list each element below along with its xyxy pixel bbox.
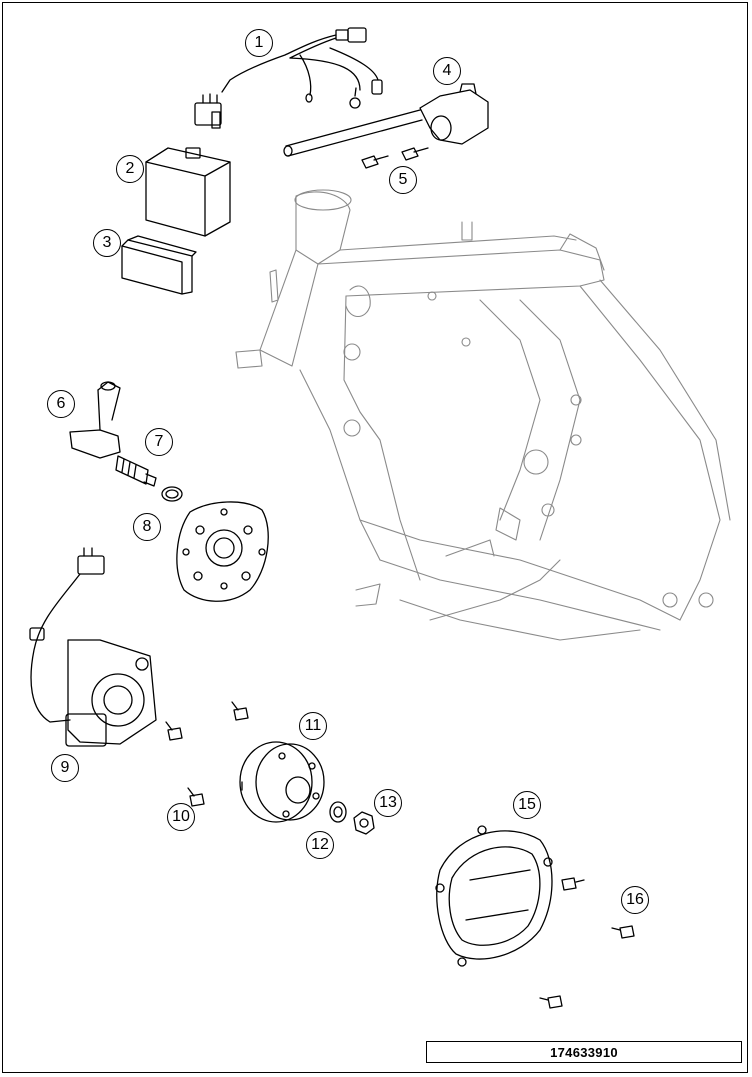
sealing-ring <box>161 486 183 502</box>
callout-13: 13 <box>374 789 402 817</box>
callout-6: 6 <box>47 390 75 418</box>
coil-bolts <box>361 147 429 169</box>
drawing-number: 174633910 <box>426 1041 742 1063</box>
cover-screws <box>539 877 635 1009</box>
cylinder-head <box>176 501 269 602</box>
vehicle-frame <box>235 189 731 641</box>
stator-screws <box>165 701 249 807</box>
spark-plug <box>115 455 157 487</box>
callout-12: 12 <box>306 831 334 859</box>
callout-4: 4 <box>433 57 461 85</box>
callout-1: 1 <box>245 29 273 57</box>
callout-2: 2 <box>116 155 144 183</box>
callout-15: 15 <box>513 791 541 819</box>
ignition-cover <box>435 825 553 967</box>
rotor <box>239 741 325 823</box>
callout-9: 9 <box>51 754 79 782</box>
callout-16: 16 <box>621 886 649 914</box>
callout-8: 8 <box>133 513 161 541</box>
stator <box>29 547 157 747</box>
wiring-harness <box>194 27 383 129</box>
callout-3: 3 <box>93 229 121 257</box>
ignition-coil <box>283 83 489 157</box>
rubber-holder <box>121 235 197 295</box>
callout-5: 5 <box>389 166 417 194</box>
spark-plug-connector <box>69 381 121 459</box>
callout-11: 11 <box>299 712 327 740</box>
callout-7: 7 <box>145 428 173 456</box>
washer <box>329 801 347 823</box>
callout-10: 10 <box>167 803 195 831</box>
cdi-unit <box>145 147 231 237</box>
hex-nut <box>353 811 375 835</box>
